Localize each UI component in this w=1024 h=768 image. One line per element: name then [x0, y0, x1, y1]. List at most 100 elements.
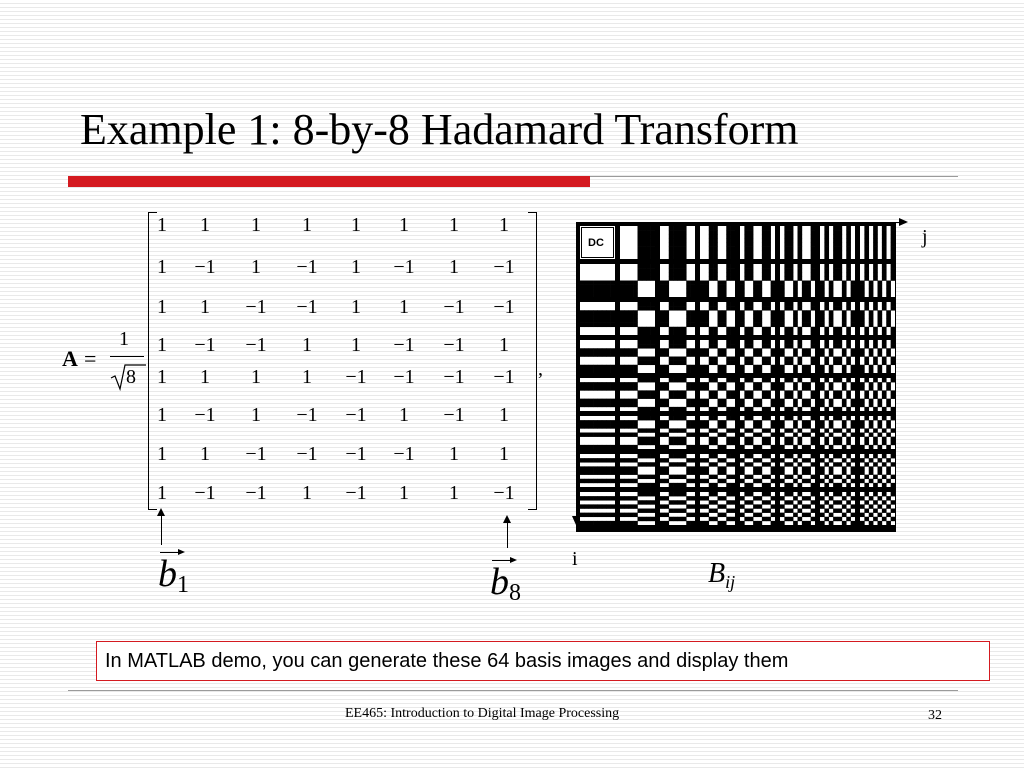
matrix-cell: 1: [449, 214, 459, 236]
basis-pattern: [820, 340, 855, 373]
basis-pattern: [660, 302, 695, 335]
matrix-cell: 1: [351, 214, 361, 236]
basis-image-tile: [860, 378, 895, 411]
matrix-cell: 1: [449, 443, 459, 465]
basis-image-tile: [860, 492, 895, 525]
basis-pattern: [860, 378, 895, 411]
basis-pattern: [580, 382, 615, 408]
basis-pattern: [780, 416, 815, 449]
vector-arrow-icon: [492, 557, 517, 563]
basis-image-tile: [620, 378, 655, 411]
basis-pattern: [860, 264, 895, 297]
basis-pattern: [700, 454, 735, 487]
matrix-cell: 1: [302, 214, 312, 236]
matrix-cell: −1: [194, 482, 216, 504]
basis-image-tile: [780, 340, 815, 373]
matrix-cell: −1: [245, 334, 267, 356]
axis-j-arrow: [576, 218, 908, 226]
basis-image-tile: [780, 492, 815, 525]
basis-image-tile: [620, 416, 655, 449]
vector-arrow-icon: [160, 549, 185, 555]
matrix-cell: 1: [499, 443, 509, 465]
axis-i-arrow: [572, 222, 580, 525]
matrix-left-bracket: [148, 212, 157, 510]
matrix-cell: 1: [251, 214, 261, 236]
basis-image-tile: [820, 340, 855, 373]
basis-image-tile: [700, 492, 735, 525]
basis-image-tile: [740, 416, 775, 449]
basis-pattern: [860, 302, 895, 335]
basis-image-tile: [780, 226, 815, 259]
basis-image-tile: [740, 340, 775, 373]
basis-pattern: [860, 340, 895, 373]
basis-pattern: [744, 226, 771, 259]
matrix-cell: 1: [302, 334, 312, 356]
basis-image-tile: [860, 416, 895, 449]
basis-pattern: [660, 416, 695, 449]
basis-pattern: [740, 454, 775, 487]
basis-pattern: [620, 416, 655, 449]
matrix-cell: −1: [245, 482, 267, 504]
basis-pattern: [620, 454, 655, 487]
fraction-bar: [110, 356, 144, 357]
basis-pattern: [740, 378, 775, 411]
matrix-cell: 1: [351, 296, 361, 318]
basis-image-tile: [660, 226, 695, 259]
basis-pattern: [580, 458, 615, 484]
basis-pattern: [700, 264, 735, 297]
basis-pattern: [780, 454, 815, 487]
basis-pattern: [668, 226, 687, 259]
basis-pattern: [820, 416, 855, 449]
matrix-cell: −1: [296, 404, 318, 426]
basis-image-tile: [740, 226, 775, 259]
sqrt-icon: [110, 364, 146, 392]
footer-divider: [68, 690, 958, 691]
scale-denominator: 8: [110, 362, 146, 392]
basis-image-tile: [740, 454, 775, 487]
basis-image-tile: [860, 264, 895, 297]
basis-image-tile: [780, 302, 815, 335]
basis-image-tile: [660, 416, 695, 449]
basis-pattern: [780, 378, 815, 411]
basis-pattern: [580, 348, 615, 373]
basis-pattern: [780, 340, 815, 373]
matrix-cell: −1: [493, 296, 515, 318]
basis-image-tile: [780, 264, 815, 297]
basis-pattern: [740, 340, 775, 373]
basis-pattern: [780, 492, 815, 525]
equals-sign: =: [84, 346, 97, 371]
basis-image-tile: [660, 492, 695, 525]
basis-image-tile: [620, 492, 655, 525]
basis-image-tile: [700, 378, 735, 411]
matrix-cell: 1: [399, 404, 409, 426]
basis-image-tile: [580, 264, 615, 297]
basis-pattern: [820, 378, 855, 411]
basis-image-tile: DC: [580, 226, 615, 259]
matrix-cell: −1: [393, 334, 415, 356]
matrix-cell: 1: [499, 404, 509, 426]
matrix-cell: 1: [157, 443, 167, 465]
basis-pattern: [620, 302, 655, 335]
matrix-cell: −1: [245, 296, 267, 318]
basis-pattern: [580, 310, 615, 328]
matrix-cell: 1: [302, 482, 312, 504]
basis-image-tile: [820, 264, 855, 297]
basis-image-grid: DC: [576, 222, 896, 532]
basis-pattern: [740, 416, 775, 449]
basis-pattern: [700, 340, 735, 373]
basis-image-tile: [740, 378, 775, 411]
arrow-up-icon: [503, 515, 511, 548]
basis-image-tile: [860, 454, 895, 487]
basis-pattern: [740, 492, 775, 525]
matrix-cell: 1: [157, 404, 167, 426]
matrix-cell: 1: [399, 296, 409, 318]
basis-image-tile: [580, 416, 615, 449]
basis-pattern: [860, 416, 895, 449]
basis-image-tile: [820, 492, 855, 525]
basis-pattern: [660, 264, 695, 297]
basis-pattern: [580, 496, 615, 525]
basis-image-tile: [700, 454, 735, 487]
basis-pattern: [820, 302, 855, 335]
matrix-cell: −1: [493, 256, 515, 278]
basis-image-tile: [700, 416, 735, 449]
